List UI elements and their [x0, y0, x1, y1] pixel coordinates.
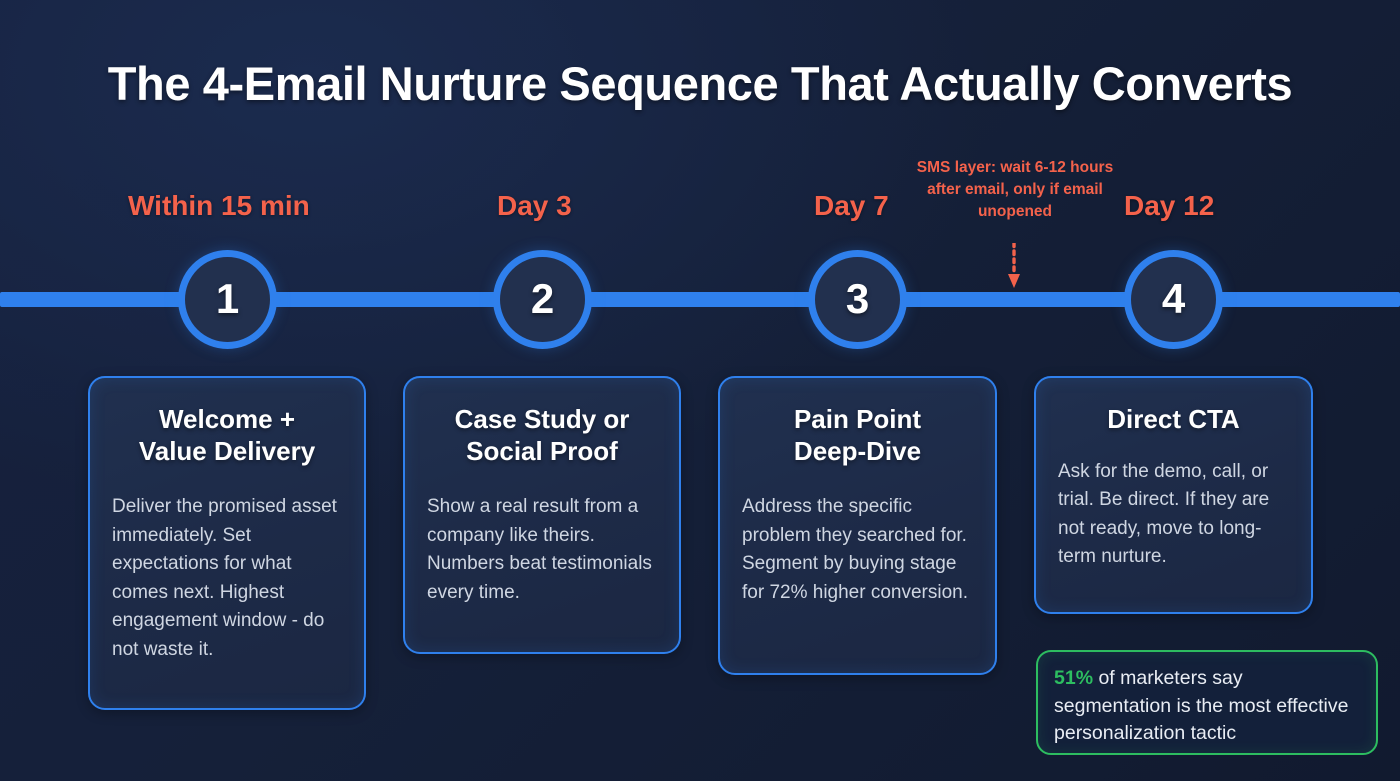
- stage-label-1: Within 15 min: [128, 190, 310, 221]
- email-card-3[interactable]: Pain Point Deep-Dive Address the specifi…: [718, 376, 997, 675]
- timeline-node-4-number: 4: [1161, 274, 1186, 322]
- stat-callout-text: 51% of marketers say segmentation is the…: [1054, 665, 1360, 748]
- email-card-4[interactable]: Direct CTA Ask for the demo, call, or tr…: [1034, 376, 1313, 614]
- stage-label-3: Day 7: [814, 190, 889, 221]
- timeline-node-1[interactable]: 1: [178, 250, 277, 349]
- email-card-3-title: Pain Point Deep-Dive: [793, 404, 922, 466]
- stat-description: of marketers say segmentation is the mos…: [1054, 667, 1349, 745]
- stage-label-4: Day 12: [1124, 190, 1215, 221]
- email-card-2-body: Show a real result from a company like t…: [427, 496, 652, 603]
- timeline-node-2[interactable]: 2: [493, 250, 592, 349]
- email-card-1-body: Deliver the promised asset immediately. …: [112, 496, 337, 660]
- dotted-down-arrow-icon: [1008, 243, 1020, 288]
- timeline-node-3-number: 3: [845, 274, 870, 322]
- page-title: The 4-Email Nurture Sequence That Actual…: [107, 57, 1293, 110]
- email-card-2[interactable]: Case Study or Social Proof Show a real r…: [403, 376, 681, 654]
- stat-callout-box: 51% of marketers say segmentation is the…: [1036, 650, 1378, 755]
- timeline-node-2-number: 2: [530, 274, 555, 322]
- timeline-rail: [0, 292, 1400, 307]
- stage-label-2: Day 3: [497, 190, 572, 221]
- email-card-1-title: Welcome + Value Delivery: [138, 404, 316, 466]
- email-card-1[interactable]: Welcome + Value Delivery Deliver the pro…: [88, 376, 366, 710]
- email-card-3-body: Address the specific problem they search…: [742, 496, 969, 603]
- sms-layer-annotation: SMS layer: wait 6-12 hours after email, …: [916, 159, 1114, 220]
- timeline-node-4[interactable]: 4: [1124, 250, 1223, 349]
- email-card-4-body: Ask for the demo, call, or trial. Be dir…: [1058, 460, 1270, 568]
- email-card-4-title: Direct CTA: [1107, 404, 1240, 434]
- timeline-node-3[interactable]: 3: [808, 250, 907, 349]
- email-card-2-title: Case Study or Social Proof: [454, 404, 630, 466]
- stat-figure: 51%: [1054, 667, 1094, 689]
- timeline-node-1-number: 1: [215, 274, 240, 322]
